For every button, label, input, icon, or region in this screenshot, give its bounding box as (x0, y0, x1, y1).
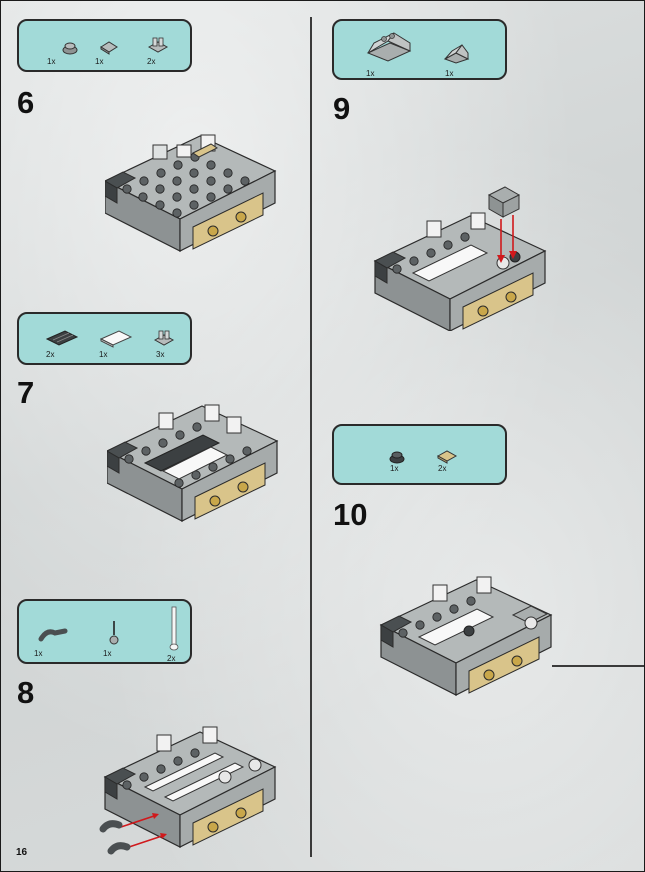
step-6-model (105, 134, 276, 252)
white-tile-1x2-icon (99, 330, 133, 348)
step-7-model (107, 404, 278, 522)
step-6-parts-callout: 1x 1x 2x (17, 19, 192, 72)
slope-1x2-icon (443, 44, 470, 64)
step-7-number: 7 (17, 375, 35, 410)
column-divider (310, 17, 312, 857)
step-8-model (99, 726, 276, 855)
step-9-parts-callout: 1x 1x (332, 19, 507, 80)
page-number: 16 (16, 847, 28, 858)
step-6-part-1-qty: 1x (47, 57, 56, 66)
clip-plate-icon (147, 37, 169, 53)
step-6-part-3-qty: 2x (147, 57, 156, 66)
step-10-parts-callout: 1x 2x (332, 424, 507, 485)
tile-1x1-icon (100, 41, 118, 55)
clip-plate-icon (153, 330, 175, 346)
round-plate-1x1-icon (62, 42, 78, 55)
step-10-part-1-qty: 1x (390, 464, 399, 473)
tile-tan-icon (436, 450, 458, 464)
grille-tile-icon (45, 330, 79, 346)
step-9-number: 9 (333, 91, 351, 126)
step-10-part-2-qty: 2x (438, 464, 447, 473)
step-10-number: 10 (333, 497, 368, 532)
step-7-part-2-qty: 1x (99, 350, 108, 359)
step-7-parts-callout: 2x 1x 3x (17, 312, 192, 365)
step-7-part-1-qty: 2x (46, 350, 55, 359)
antenna-icon (109, 621, 119, 645)
step-9-part-2-qty: 1x (445, 69, 454, 78)
white-bar-icon (169, 606, 179, 651)
subassembly-pointer-line (552, 665, 644, 667)
bar-holder-icon (38, 628, 68, 642)
slope-2x4-icon (366, 32, 412, 62)
step-9-model (374, 186, 546, 331)
step-10-model (380, 576, 552, 696)
step-6-number: 6 (17, 85, 35, 120)
step-8-part-2-qty: 1x (103, 649, 112, 658)
step-8-part-1-qty: 1x (34, 649, 43, 658)
step-7-part-3-qty: 3x (156, 350, 165, 359)
step-9-part-1-qty: 1x (366, 69, 375, 78)
step-8-part-3-qty: 2x (167, 654, 176, 663)
round-plate-dark-icon (389, 451, 405, 464)
step-8-parts-callout: 1x 1x 2x (17, 599, 192, 664)
step-8-number: 8 (17, 675, 35, 710)
step-6-part-2-qty: 1x (95, 57, 104, 66)
